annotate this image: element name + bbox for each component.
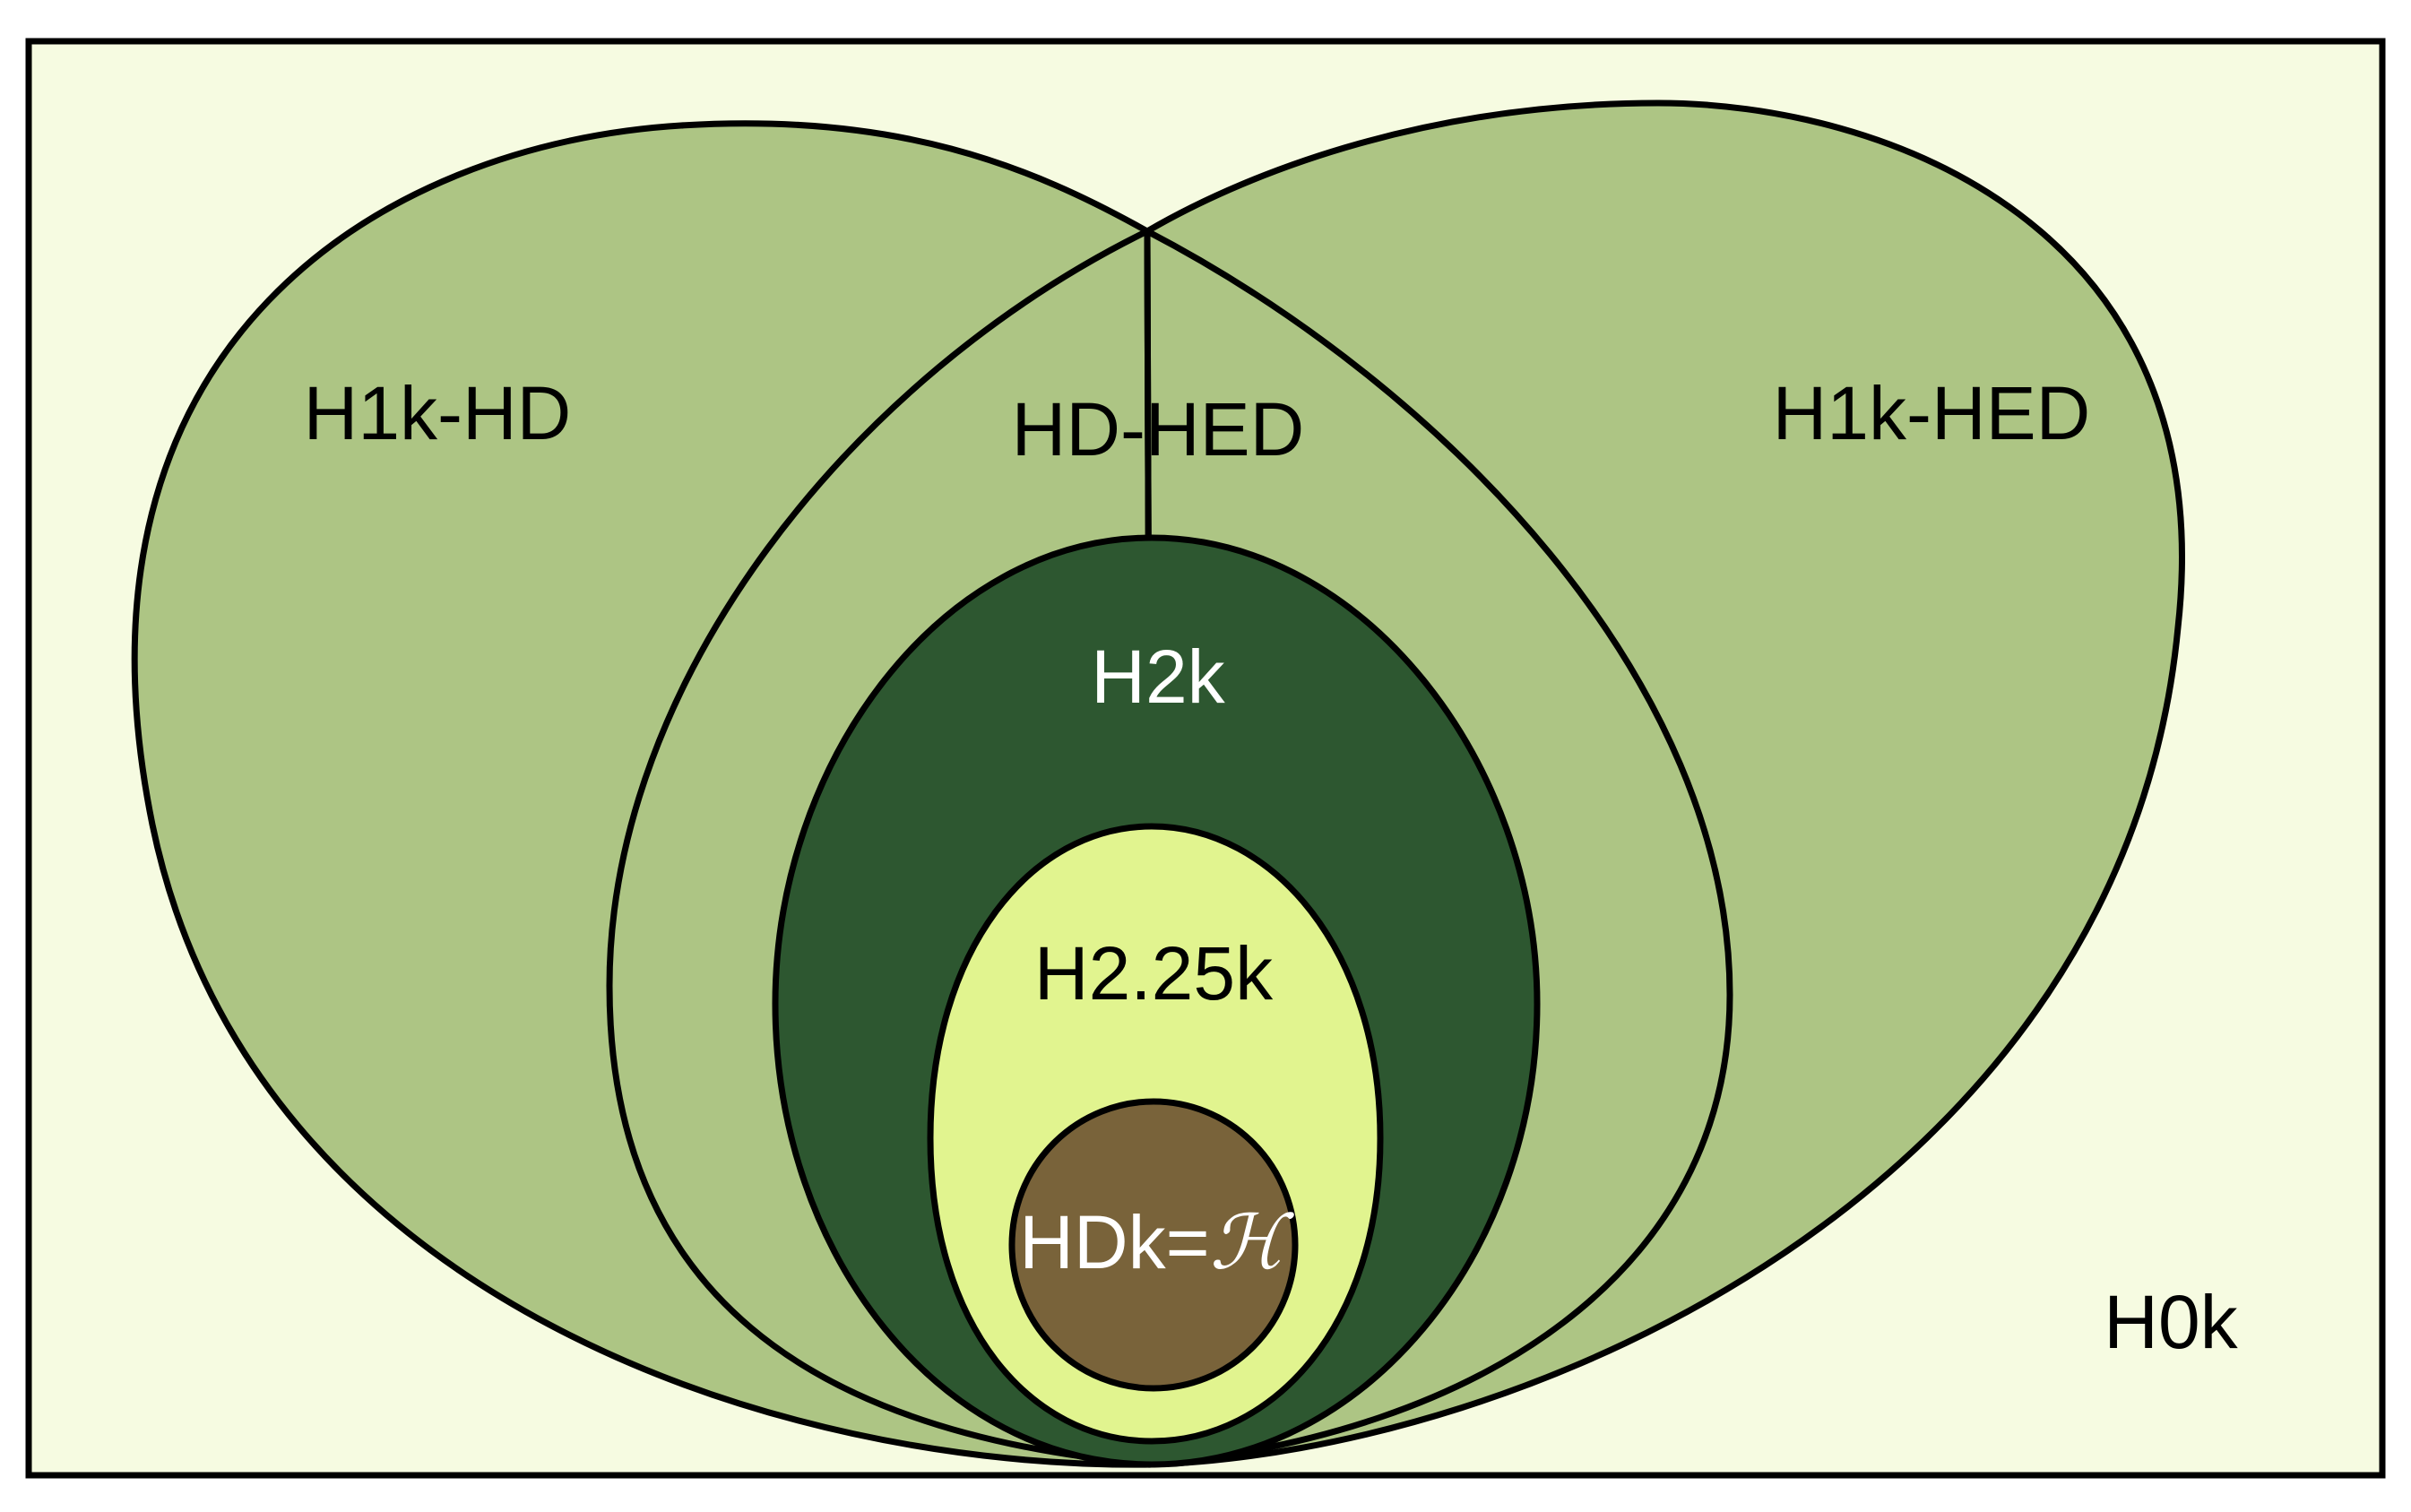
overlap-left-boundary (606, 228, 1153, 1468)
h1k-hed-outline (1144, 99, 2185, 1468)
h1k-hd-outline (131, 120, 1155, 1468)
overlap-right-boundary (1145, 228, 1733, 1468)
label-hdk-text: HDk= (1019, 1200, 1209, 1284)
label-hdk: HDk=ℋ (1019, 1198, 1294, 1286)
label-h0k: H0k (2104, 1280, 2238, 1364)
label-h1k-hed: H1k-HED (1773, 371, 2091, 455)
hdk-region (1008, 1098, 1299, 1392)
label-h1k-hd: H1k-HD (304, 371, 572, 455)
label-h225k: H2.25k (1034, 931, 1274, 1015)
label-hd-hed: HD-HED (1012, 387, 1305, 471)
label-hdk-symbol: ℋ (1210, 1198, 1295, 1286)
label-h2k: H2k (1091, 635, 1225, 719)
